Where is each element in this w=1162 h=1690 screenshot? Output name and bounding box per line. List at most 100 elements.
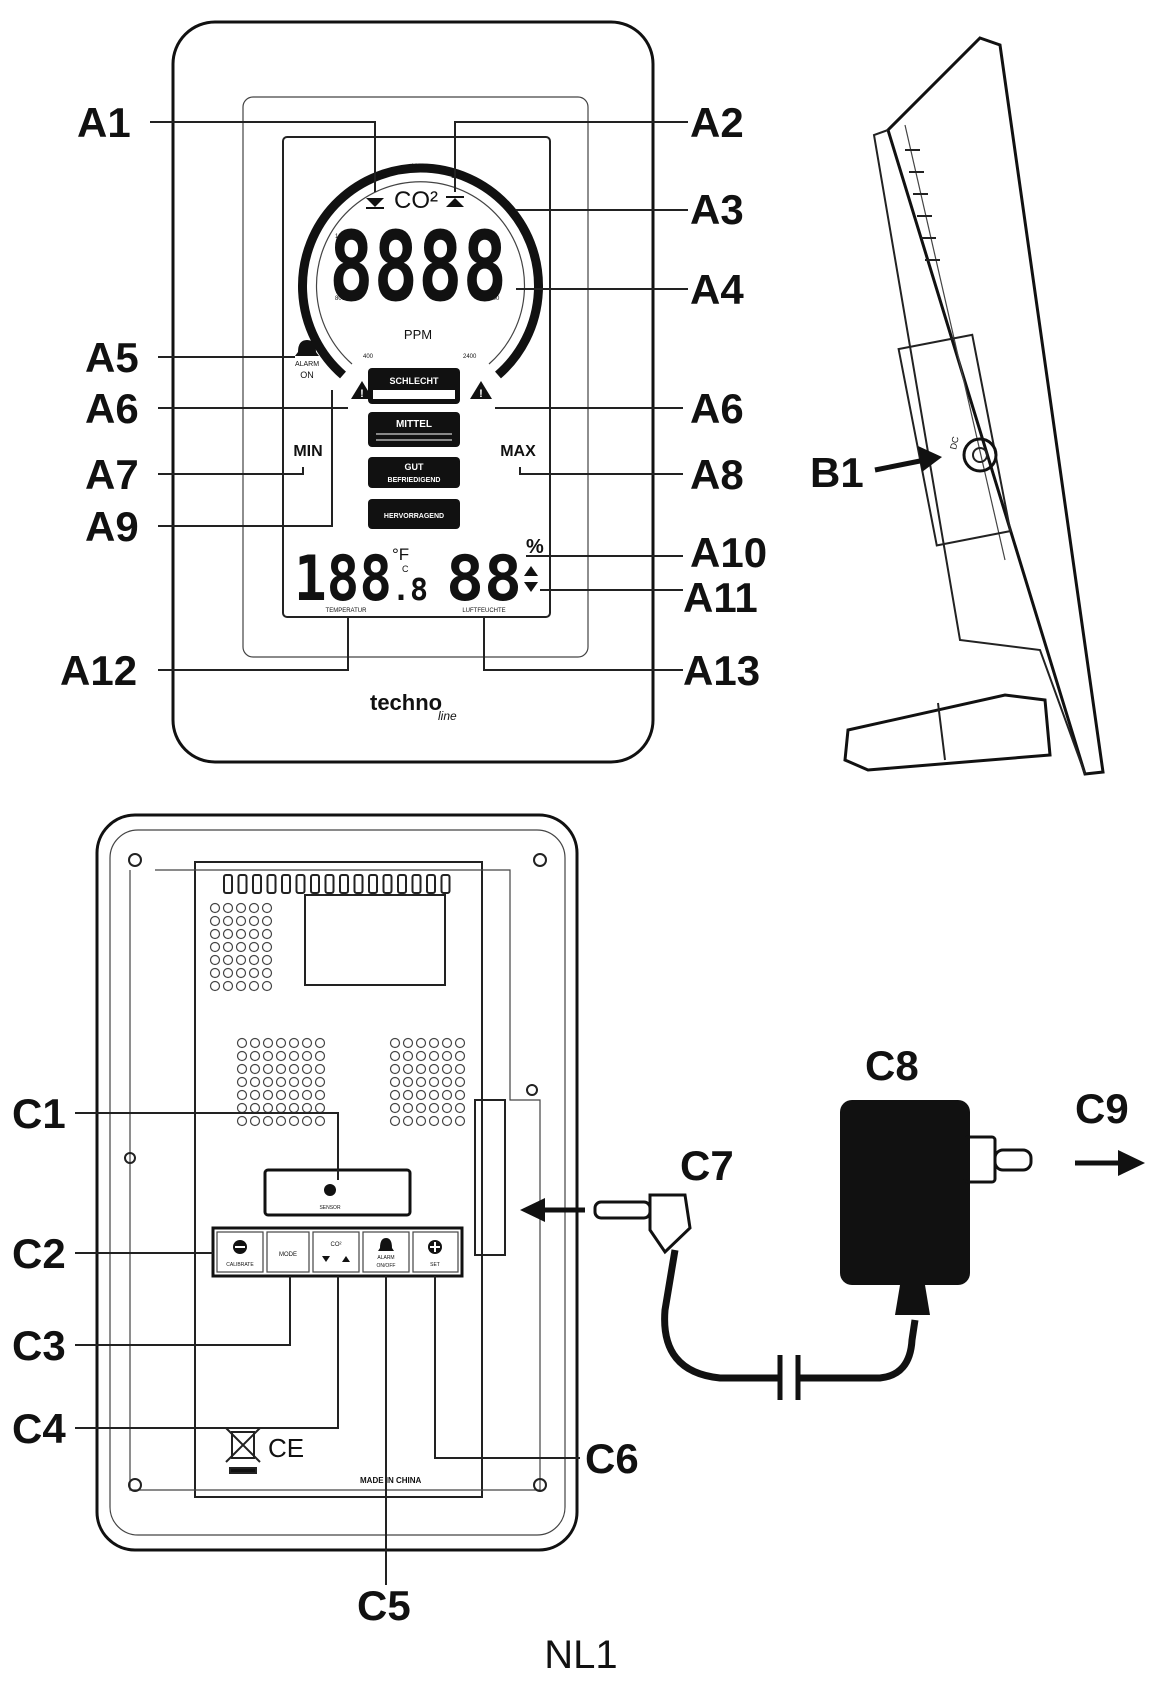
mains-arrow [1075,1150,1145,1176]
callout-a6-right: A6 [690,385,744,432]
vent-slot [281,874,291,894]
callout-c8: C8 [865,1042,919,1089]
svg-text:MODE: MODE [279,1252,297,1258]
vent-dot [314,1063,326,1075]
vent-dot [261,954,273,966]
vent-slot [353,874,364,894]
brand-logo: techno line [370,690,457,723]
svg-text:!: ! [360,388,364,400]
max-indicator: MAX [500,443,536,460]
vent-dot [441,1115,453,1127]
made-in-label: MADE IN CHINA [360,1476,422,1485]
svg-text:SENSOR: SENSOR [319,1205,341,1211]
vent-dot [209,928,221,940]
vent-dot [261,915,273,927]
vent-dot [262,1063,274,1075]
vent-dot [288,1050,300,1062]
vent-dot [441,1050,453,1062]
dc-jack[interactable] [962,437,998,473]
back-view: SENSOR CALIBRATE MODE CO² ALARM ON/OFF [75,813,580,1585]
vent-dot [301,1115,313,1127]
vent-dot [261,967,273,979]
vent-dot [261,941,273,953]
vent-dot [261,928,273,940]
callout-a5: A5 [85,334,139,381]
callout-a9: A9 [85,503,139,550]
calibrate-button[interactable]: CALIBRATE [216,1231,264,1273]
vent-dot [222,915,234,927]
vent-dot [235,967,247,979]
humidity-unit: % [526,536,544,558]
vent-dot [415,1037,427,1049]
warning-icon-right: ! [470,381,492,400]
vent-dot [275,1102,287,1114]
trend-down-icon [524,582,538,592]
callout-a11: A11 [683,574,758,621]
vent-dot [301,1102,313,1114]
vent-dot [249,1050,261,1062]
callout-a3: A3 [690,186,744,233]
vent-dot [236,1102,248,1114]
vent-dot [275,1037,287,1049]
set-plus-button[interactable]: SET [412,1231,459,1273]
vent-dot [209,980,221,992]
vent-dot [249,1063,261,1075]
vent-slot [397,874,407,894]
vent-dot [389,1076,401,1088]
vent-dot [288,1076,300,1088]
label-plate [304,894,446,986]
vent-dot [275,1076,287,1088]
vent-dot [301,1089,313,1101]
vent-dot [222,967,234,979]
vent-dot [415,1063,427,1075]
ppm-unit: PPM [404,327,432,342]
alarm-button[interactable]: ALARM ON/OFF [362,1231,410,1273]
svg-text:1200: 1200 [373,174,387,180]
svg-text:800: 800 [335,296,346,302]
co2-value-display: 8888 [329,211,507,323]
svg-text:SCHLECHT: SCHLECHT [390,376,440,386]
vent-dot [288,1115,300,1127]
vent-dot [428,1115,440,1127]
vent-dot [236,1076,248,1088]
callout-c7: C7 [680,1142,734,1189]
svg-text:SET: SET [430,1262,440,1268]
vent-dot [248,941,260,953]
svg-text:2200: 2200 [486,296,500,302]
top-vents [223,874,451,894]
callout-c5: C5 [357,1582,411,1629]
weee-bin-icon [225,1427,261,1474]
callout-c4: C4 [12,1405,66,1452]
co2-memory-button[interactable]: CO² [312,1231,360,1273]
mode-button[interactable]: MODE [266,1231,310,1273]
vent-dot [454,1063,466,1075]
mains-plug [963,1135,1033,1184]
back-housing [95,813,579,1552]
svg-text:2000: 2000 [483,234,497,240]
vent-dot [389,1037,401,1049]
battery-compartment [897,333,1012,547]
callout-a12: A12 [60,647,137,694]
vent-dot [428,1076,440,1088]
vent-dot [275,1115,287,1127]
vent-dot [389,1063,401,1075]
vent-dot [441,1063,453,1075]
vent-dot [262,1089,274,1101]
vent-dot [262,1037,274,1049]
button-strip [211,1226,464,1278]
svg-text:MITTEL: MITTEL [396,419,432,430]
min-memory-icon [366,198,384,209]
co2-label: CO² [394,187,438,214]
vent-slot [339,874,349,894]
svg-text:2400: 2400 [463,354,477,360]
vent-dot [314,1115,326,1127]
vent-slot [382,874,393,894]
front-leader-lines [150,121,688,671]
vent-dot [262,1115,274,1127]
ce-mark: CE [268,1433,304,1463]
temperature-unit-alt: C [402,564,409,574]
lcd-window [282,136,551,618]
vent-dot [249,1089,261,1101]
